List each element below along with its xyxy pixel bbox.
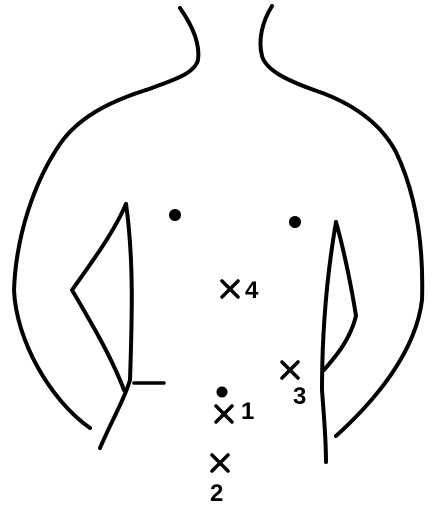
left-inner-arm-line [72,204,126,390]
right-inner-arm-line [324,222,356,370]
left-shoulder-arm-outline [14,90,146,428]
right-torso-side-line [322,222,336,462]
right-nipple-dot [289,216,301,228]
neck-left-line [146,8,198,90]
marker-4-label: 4 [245,277,259,304]
marker-1-label: 1 [241,398,254,425]
marker-2-label: 2 [210,480,223,506]
marker-4: 4 [222,277,259,304]
umbilicus-dot [217,387,228,398]
left-nipple-dot [169,209,181,221]
marker-2: 2 [210,455,228,506]
marker-3: 3 [282,362,306,410]
neck-right-line [260,6,314,90]
marker-3-label: 3 [293,383,306,410]
marker-1: 1 [216,398,254,425]
